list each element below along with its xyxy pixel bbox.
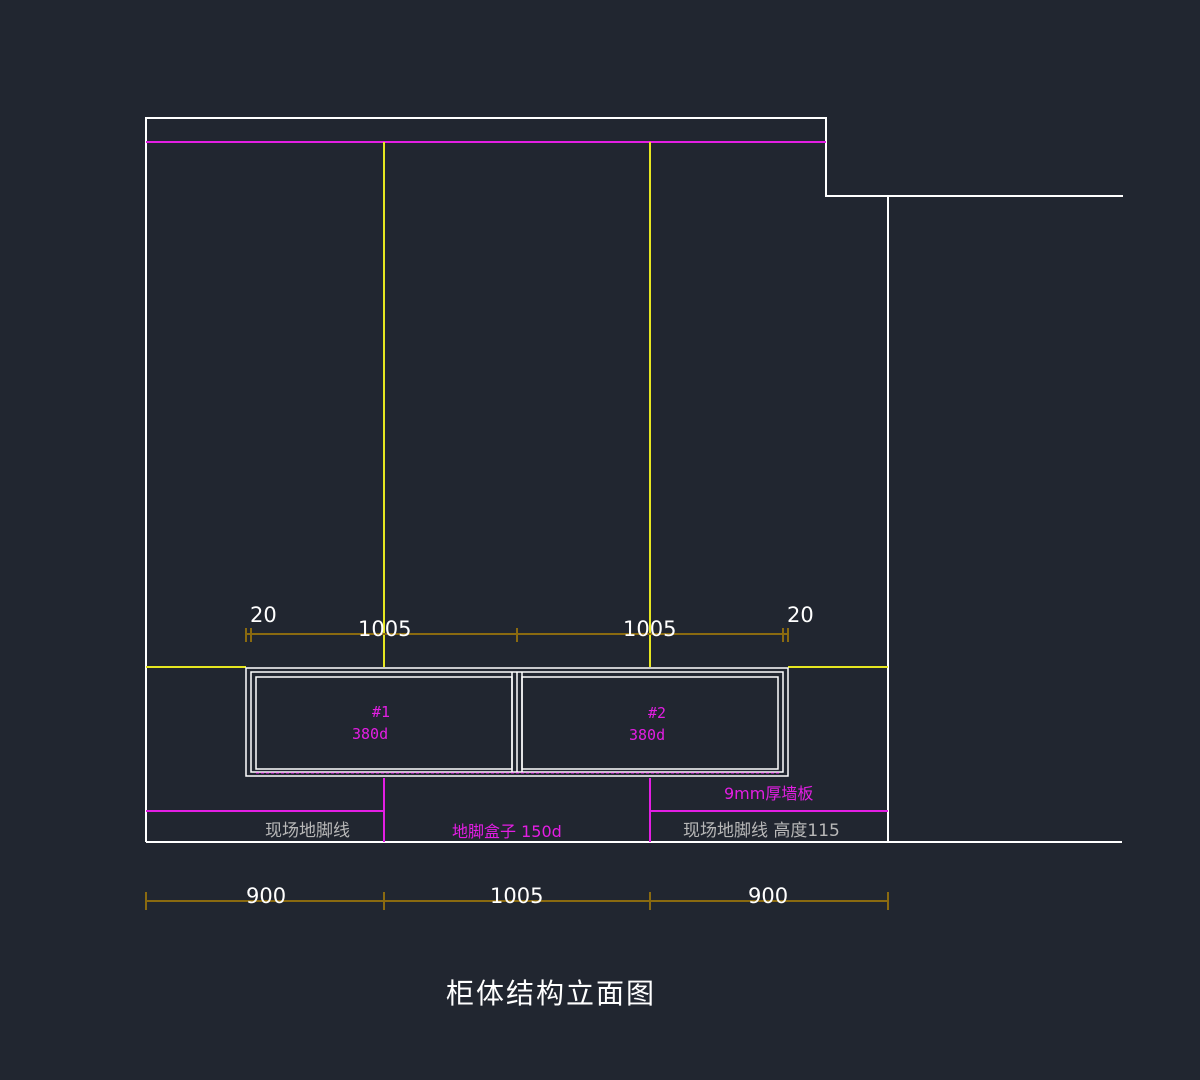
drawer-1-front (255, 676, 513, 770)
bottom-dim-center: 1005 (490, 884, 543, 908)
drawer-2-front (521, 676, 779, 770)
drawer-unit-outer (245, 667, 789, 777)
skirting-right-label: 现场地脚线 高度115 (683, 821, 840, 841)
drawer-unit (245, 667, 789, 777)
bottom-dim-right: 900 (748, 884, 788, 908)
plinth-box-label: 地脚盒子 150d (452, 822, 562, 841)
drawer-2-depth: 380d (629, 726, 665, 744)
drawer-1-tag: #1 (372, 703, 390, 721)
top-dim-left-span: 1005 (358, 617, 411, 641)
wall-panel-label: 9mm厚墙板 (724, 784, 813, 803)
bottom-dim-left: 900 (246, 884, 286, 908)
drawer-1-depth: 380d (352, 725, 388, 743)
drawing-title: 柜体结构立面图 (446, 977, 656, 1010)
top-dimension-chain (245, 628, 789, 642)
skirting-left-label: 现场地脚线 (265, 821, 350, 841)
top-dim-left-gap: 20 (250, 603, 277, 627)
top-dim-right-gap: 20 (787, 603, 814, 627)
outline-top-left (145, 117, 1123, 842)
magenta-lines (146, 141, 888, 842)
panel-lines (146, 142, 888, 668)
bottom-dimension-chain (145, 892, 889, 910)
drawer-2-tag: #2 (648, 704, 666, 722)
top-dim-right-span: 1005 (623, 617, 676, 641)
cabinet-outline (145, 117, 1123, 843)
